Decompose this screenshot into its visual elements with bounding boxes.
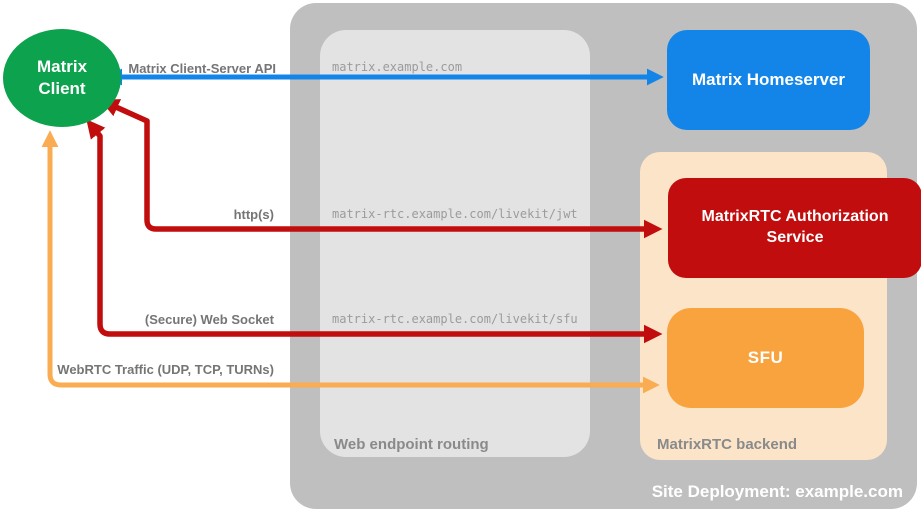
livekit-jwt-endpoint-url: matrix-rtc.example.com/livekit/jwt [332, 207, 578, 221]
client-server-api-label: Matrix Client-Server API [128, 61, 276, 76]
sfu-node: SFU [667, 308, 864, 408]
site-deployment-caption: Site Deployment: example.com [651, 482, 903, 501]
matrix-endpoint-url: matrix.example.com [332, 60, 463, 74]
https-label: http(s) [233, 207, 274, 222]
matrix-client-node: Matrix Client [3, 29, 121, 127]
webrtc-traffic-label: WebRTC Traffic (UDP, TCP, TURNs) [57, 362, 274, 377]
web-endpoint-routing-zone [320, 30, 590, 457]
matrixrtc-authorization-service-node: MatrixRTC Authorization Service [668, 178, 921, 278]
secure-web-socket-label: (Secure) Web Socket [144, 312, 274, 327]
livekit-sfu-endpoint-url: matrix-rtc.example.com/livekit/sfu [332, 312, 578, 326]
matrixrtc-backend-caption: MatrixRTC backend [657, 436, 798, 453]
web-endpoint-routing-caption: Web endpoint routing [334, 436, 489, 453]
matrix-homeserver-node: Matrix Homeserver [667, 30, 870, 130]
